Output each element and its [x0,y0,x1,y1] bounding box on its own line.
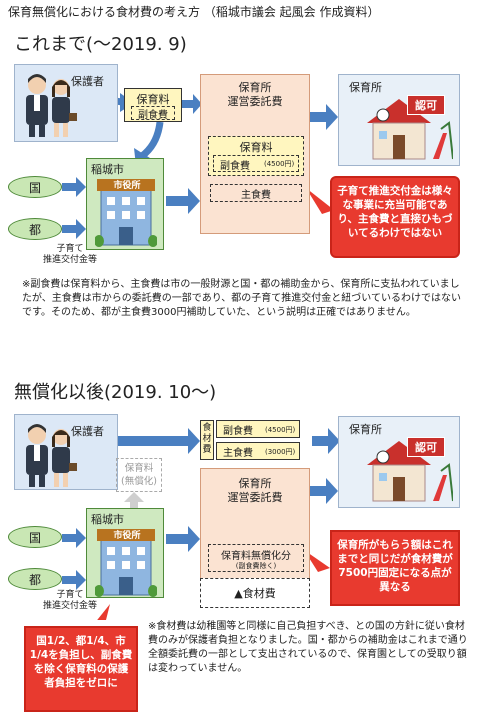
food-label: 食材費 [200,420,214,460]
free-part-sub: (副食費除く) [235,562,277,570]
guardian-label: 保護者 [71,75,104,88]
guardian-box-after: 保護者 [14,414,118,490]
consign-title: 保育所 運営委託費 [227,477,283,504]
city-box: 稲城市 市役所 [86,158,164,250]
note-after: ※食材費は幼稚園等と同様に自己負担すべき、との国の方針に従い食材費のみが保護者負… [148,621,468,674]
callout-after-right: 保育所がもらう額はこれまでと同じだが食材費が7500円固定になる点が異なる [330,530,460,606]
parents-icon [26,424,77,487]
flow-arrows-after [62,428,340,620]
guardian-box: 保護者 [14,64,118,142]
after-side-dish-amount: (4500円) [265,426,296,434]
section-title-after: 無償化以後(2019. 10～) [14,382,217,403]
nursery-box-before: 保育所 認可 [338,74,460,166]
page-title: 保育無償化における食材費の考え方 （稲城市議会 起風会 作成資料） [8,5,380,19]
nursery-building-icon [367,441,453,502]
consign-staple: 主食費 [210,184,302,202]
after-staple-label: 主食費 [223,448,253,459]
section-title-before: これまで(～2019. 9) [14,34,187,55]
after-side-dish: 副食費 (4500円) [216,420,300,438]
nation-oval: 国 [8,526,62,548]
city-name: 稲城市 [91,163,124,176]
nation-oval: 国 [8,176,62,198]
nursery-label: 保育所 [349,81,382,94]
city-box-after: 稲城市 市役所 [86,508,164,598]
after-staple-amount: (3000円) [265,448,296,456]
grant-label: 子育て 推進交付金等 [42,590,97,611]
city-hall-sign: 市役所 [113,531,141,541]
note-before: ※副食費は保育料から、主食費は市の一般財源と国・都の補助金から、保育所に支払われ… [22,279,461,318]
fee-box: 保育料 副食費 [124,88,182,122]
metro-oval: 都 [8,568,62,590]
nursery-sign: 認可 [407,437,445,457]
city-hall-icon [95,529,157,597]
nursery-label: 保育所 [349,423,382,436]
guardian-label: 保護者 [71,425,104,438]
nursery-sign: 認可 [407,95,445,115]
consign-side-dish-amount: (4500円) [264,160,295,168]
fee-label: 保育料 [136,93,170,106]
side-dish-label: 副食費 [131,106,175,121]
consign-side-dish: 副食費 (4500円) [213,155,299,172]
city-hall-icon [95,179,157,247]
nursery-building-icon [367,99,453,160]
after-side-dish-label: 副食費 [223,426,253,437]
nursery-box-after: 保育所 認可 [338,416,460,508]
free-part-box: 保育料無償化分 (副食費除く) [208,544,304,572]
grant-label: 子育て 推進交付金等 [42,244,97,265]
consign-title: 保育所 運営委託費 [227,81,283,108]
consign-side-dish-label: 副食費 [220,161,250,172]
consign-fee-box: 保育料 副食費 (4500円) [208,136,304,176]
minus-food: ▲食材費 [200,578,310,608]
free-fee-box: 保育料 (無償化) [116,458,162,492]
city-name: 稲城市 [91,513,124,526]
parents-icon [26,74,77,137]
city-hall-sign: 市役所 [113,181,141,191]
free-part-label: 保育料無償化分 [221,551,291,562]
callout-after-left: 国1/2、都1/4、市1/4を負担し、副食費を除く保育料の保護者負担をゼロに [24,626,138,712]
metro-oval: 都 [8,218,62,240]
after-staple: 主食費 (3000円) [216,442,300,460]
consign-fee-label: 保育料 [239,141,273,154]
callout-before: 子育て推進交付金は様々な事業に充当可能であり、主食費と直接ひもづいてるわけではな… [330,176,460,258]
